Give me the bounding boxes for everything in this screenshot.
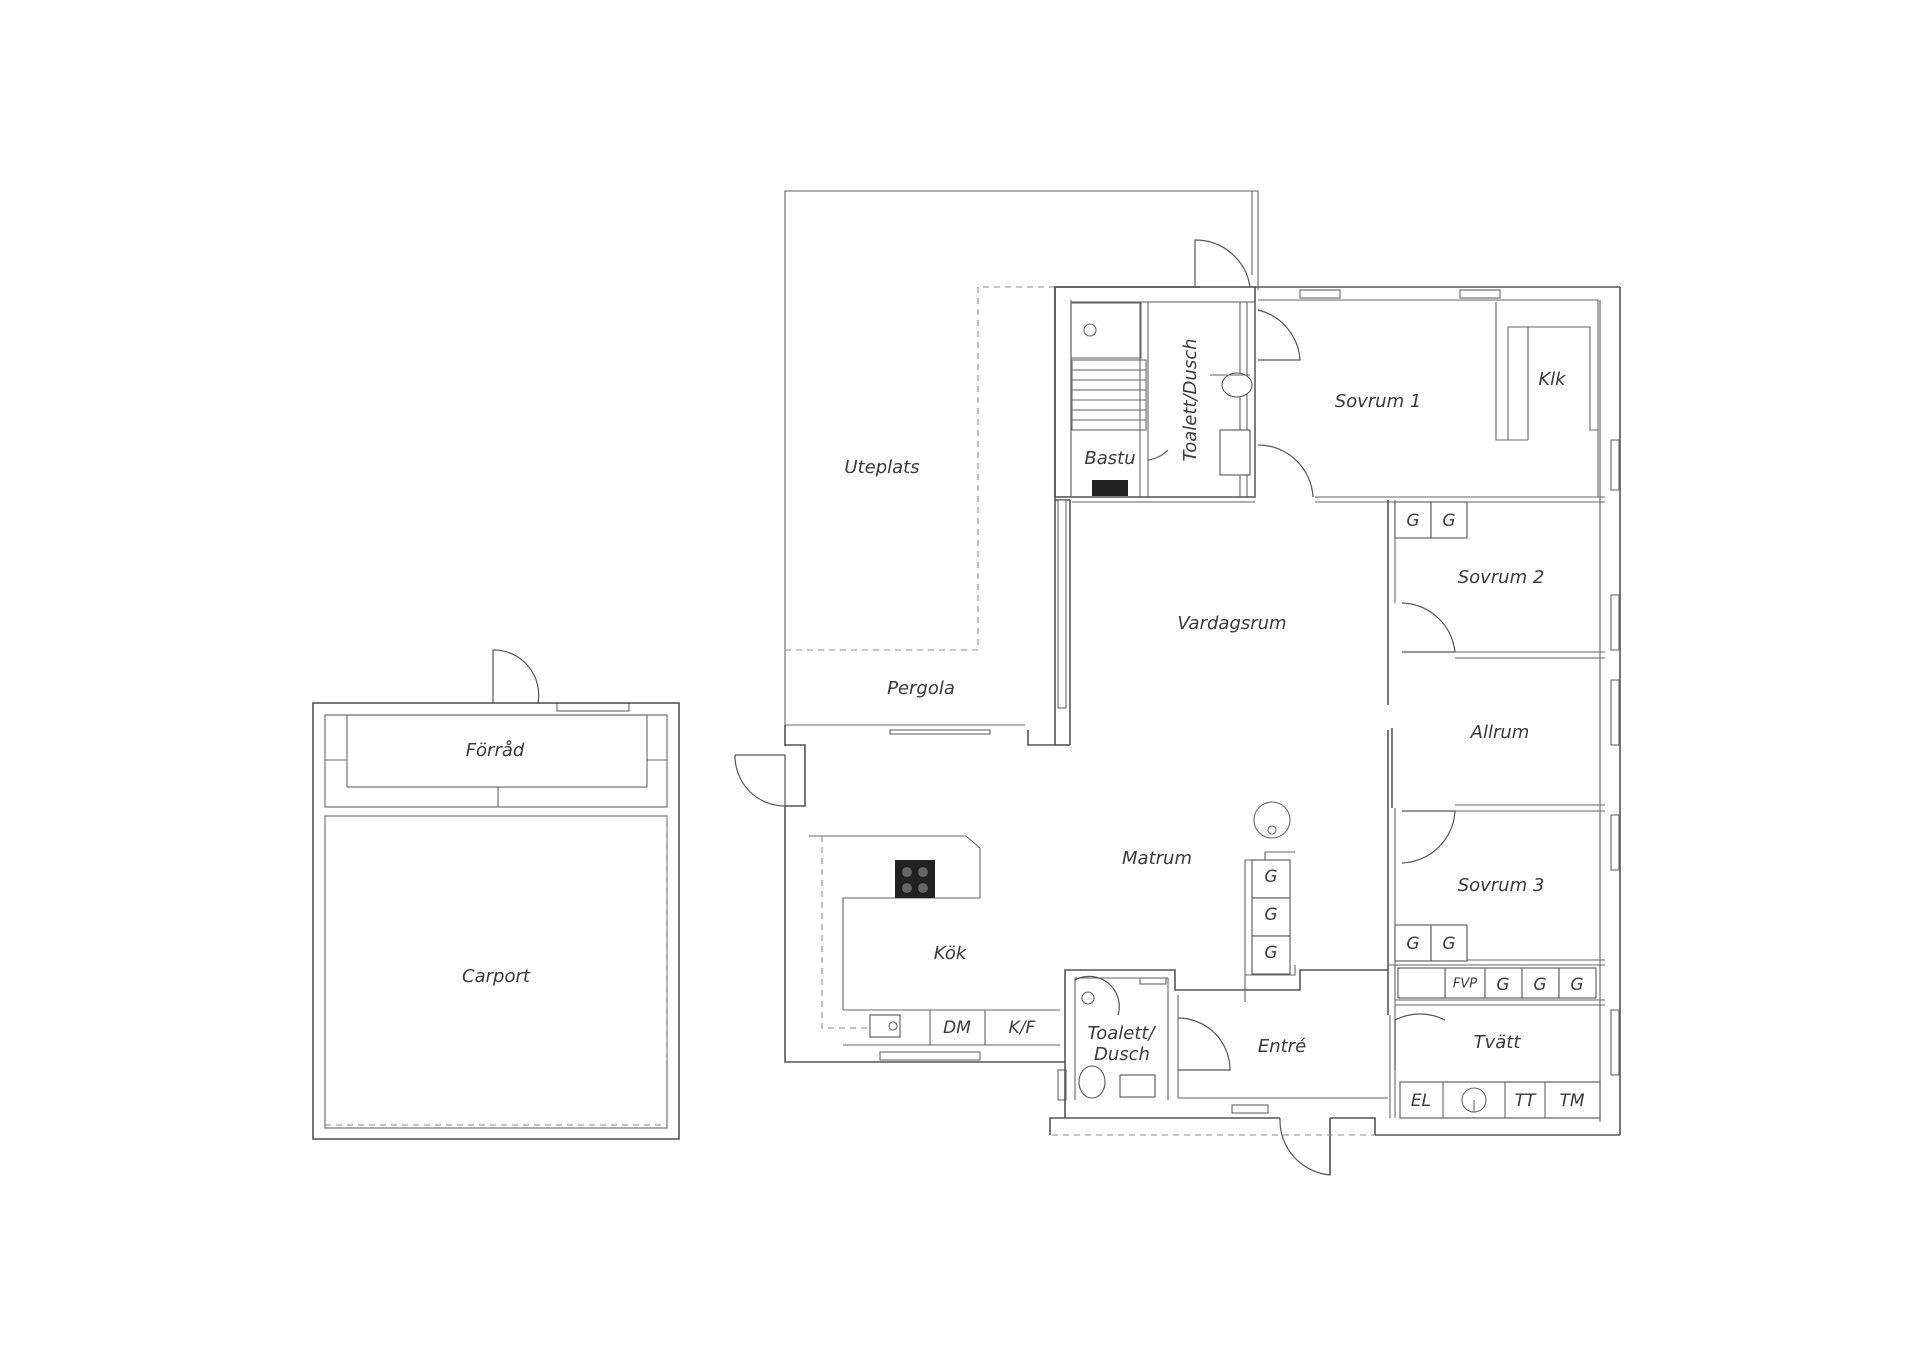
label-kok: Kök: [934, 943, 968, 964]
matrum-storage: [1244, 801, 1296, 1002]
label-wardrobe: G: [1442, 511, 1455, 531]
entrance-block: [1052, 969, 1388, 1176]
label-dryer: TT: [1515, 1091, 1537, 1111]
bedroom-doors: [1391, 602, 1456, 864]
label-wardrobe: G: [1264, 943, 1277, 963]
label-toalett-dusch-bottom-2: Dusch: [1094, 1044, 1150, 1065]
label-wardrobe: G: [1406, 511, 1419, 531]
label-klk: Klk: [1538, 369, 1567, 390]
label-heat-pump: FVP: [1453, 977, 1477, 992]
label-wardrobe: G: [1442, 934, 1455, 954]
label-uteplats: Uteplats: [844, 457, 919, 478]
fixture-labels: G G G G G G G FVP G G G DM K/F EL TT TM: [943, 511, 1585, 1111]
windows: [556, 289, 1620, 1114]
label-vardagsrum: Vardagsrum: [1177, 613, 1286, 634]
label-washer: TM: [1559, 1091, 1584, 1111]
label-fridge-freezer: K/F: [1009, 1018, 1036, 1038]
label-forrad: Förråd: [466, 740, 525, 761]
label-allrum: Allrum: [1470, 722, 1530, 743]
sovrum1-klk: [1495, 302, 1598, 441]
house-inner-walls: [1070, 299, 1605, 1122]
label-wardrobe: G: [1264, 867, 1277, 887]
kitchen-area: [734, 744, 1060, 1046]
label-wardrobe: G: [1406, 934, 1419, 954]
uteplats-area: [784, 190, 1259, 726]
label-sovrum2: Sovrum 2: [1458, 567, 1545, 588]
label-sovrum1: Sovrum 1: [1335, 391, 1422, 412]
tvatt-area: [1394, 967, 1601, 1119]
label-carport: Carport: [462, 966, 531, 987]
label-tvatt: Tvätt: [1474, 1032, 1522, 1053]
label-electric-panel: EL: [1411, 1091, 1431, 1111]
label-toalett-dusch-bottom-1: Toalett/: [1087, 1023, 1156, 1044]
label-wardrobe: G: [1496, 975, 1509, 995]
label-wardrobe: G: [1570, 975, 1583, 995]
room-labels: Uteplats Pergola Bastu Toalett/Dusch Sov…: [462, 338, 1567, 1065]
bedroom-wardrobes: [1394, 501, 1468, 962]
label-entre: Entré: [1258, 1036, 1306, 1057]
label-bastu: Bastu: [1084, 448, 1135, 469]
label-wardrobe: G: [1533, 975, 1546, 995]
house-outer-walls: [784, 286, 1621, 1136]
forrad-carport: [312, 649, 680, 1140]
top-doors: [1147, 239, 1314, 498]
label-matrum: Matrum: [1122, 848, 1192, 869]
label-dishwasher: DM: [943, 1018, 971, 1038]
label-toalett-dusch-top: Toalett/Dusch: [1180, 338, 1201, 461]
label-sovrum3: Sovrum 3: [1458, 875, 1545, 896]
label-pergola: Pergola: [887, 678, 955, 699]
bastu-toalett-block: [1054, 286, 1256, 498]
label-wardrobe: G: [1264, 905, 1277, 925]
